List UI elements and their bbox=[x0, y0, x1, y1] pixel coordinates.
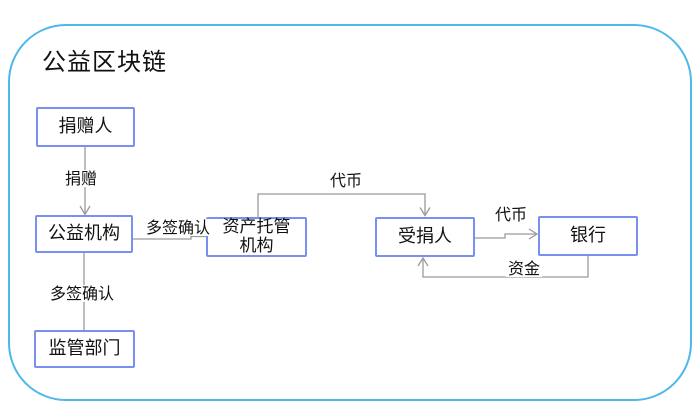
diagram-title: 公益区块链 bbox=[42, 48, 167, 76]
node-recipient: 受捐人 bbox=[375, 217, 475, 257]
node-charity-organization: 公益机构 bbox=[35, 215, 133, 253]
edge-label-multisig-custodian: 多签确认 bbox=[143, 218, 213, 237]
node-bank: 银行 bbox=[538, 216, 638, 256]
edge-label-multisig-regulator: 多签确认 bbox=[47, 284, 117, 303]
edge-label-token-bank: 代币 bbox=[492, 205, 530, 224]
node-asset-custodian: 资产托管 机构 bbox=[206, 217, 307, 257]
edge-label-donation: 捐赠 bbox=[62, 169, 100, 188]
node-regulator: 监管部门 bbox=[34, 330, 135, 368]
edge-label-funds: 资金 bbox=[505, 259, 543, 278]
node-donor: 捐赠人 bbox=[36, 107, 135, 147]
edge-label-token-recipient: 代币 bbox=[327, 171, 365, 190]
